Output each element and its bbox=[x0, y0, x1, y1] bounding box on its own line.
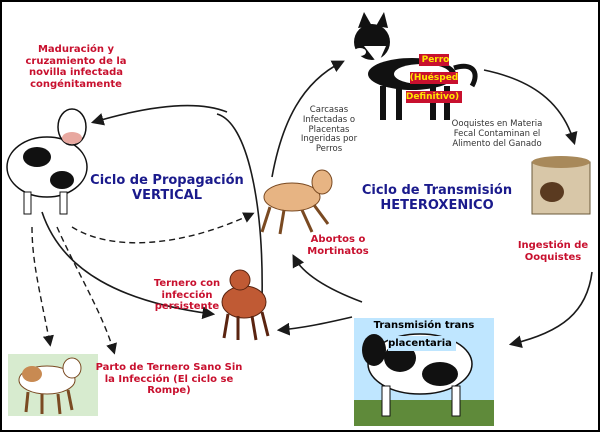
hetero-title-line-1: Ciclo de Transmisión bbox=[361, 183, 513, 198]
arrow-calf-to-heifer bbox=[90, 104, 228, 126]
vertical-title-line-2: VERTICAL bbox=[132, 187, 202, 203]
vertical-title-line-1: Ciclo de Propagación bbox=[90, 173, 244, 188]
arrow-cow-to-abort bbox=[292, 254, 363, 303]
calf-icon bbox=[8, 354, 98, 416]
label-abortos: Abortos o Mortinatos bbox=[307, 234, 369, 257]
dashed-arrow-heifer-to-abort bbox=[71, 212, 255, 244]
label-ooquistes: Ooquistes en Materia Fecal Contaminan el… bbox=[451, 119, 543, 149]
calf-icon bbox=[221, 269, 270, 341]
arrow-abort-to-dog bbox=[271, 60, 345, 178]
hetero-title-line-2: HETEROXENICO bbox=[380, 197, 494, 213]
dog-host-label: Perro (Huésped Definitivo) bbox=[400, 48, 468, 103]
arrow-vertical-loop bbox=[216, 113, 263, 303]
dashed-arrow-heifer-to-healthy-right bbox=[56, 226, 117, 355]
arrow-cow-to-calf bbox=[276, 316, 353, 336]
transplacental-label: Transmisión trans placentaria bbox=[352, 314, 492, 352]
cow-icon bbox=[6, 108, 88, 215]
label-ternero-infeccion: Ternero con infección persistente bbox=[153, 278, 221, 312]
label-parto-sano: Parto de Ternero Sano Sin la Infección (… bbox=[95, 362, 243, 396]
label-maduracion: Maduración y cruzamiento de la novilla i… bbox=[25, 44, 127, 90]
heteroxenic-cycle-title: Ciclo de Transmisión HETEROXENICO bbox=[352, 183, 522, 214]
arrow-heifer-to-calf bbox=[41, 211, 216, 320]
arrow-dog-to-feed bbox=[483, 69, 578, 146]
label-carcasas: Carcasas Infectadas o Placentas Ingerida… bbox=[300, 105, 358, 155]
feed-icon bbox=[531, 156, 591, 215]
arrow-feed-to-cow bbox=[508, 271, 593, 348]
label-ingestion: Ingestión de Ooquistes bbox=[517, 240, 589, 263]
dashed-arrow-heifer-to-healthy-left bbox=[31, 226, 54, 347]
vertical-cycle-title: Ciclo de Propagación VERTICAL bbox=[82, 173, 252, 204]
calf-icon bbox=[260, 169, 333, 235]
